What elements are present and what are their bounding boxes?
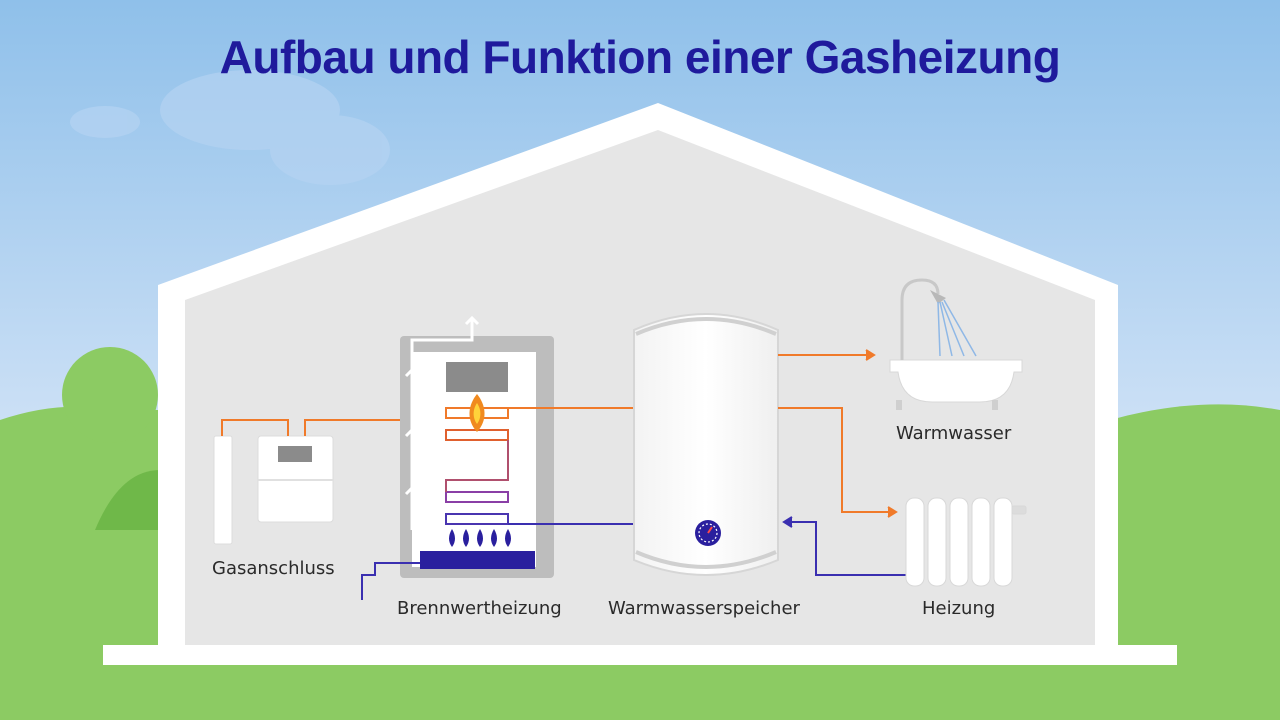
hot-water-tank <box>633 313 779 576</box>
thermometer-icon <box>695 520 721 546</box>
flame-icon <box>469 394 485 432</box>
chimney-arrow-icon <box>404 315 480 530</box>
label-brennwertheizung: Brennwertheizung <box>397 598 562 619</box>
label-warmwasserspeicher: Warmwasserspeicher <box>608 598 800 619</box>
label-gasanschluss: Gasanschluss <box>212 558 335 579</box>
condensate-drain <box>361 562 420 600</box>
house-floor <box>103 645 1177 665</box>
gas-burner-icon <box>420 551 535 569</box>
clouds <box>70 70 390 185</box>
hot-water-outlet-pipe <box>778 349 898 518</box>
bathtub-icon <box>889 359 1023 410</box>
burner-flames <box>449 529 511 547</box>
shower-head-icon <box>900 278 977 360</box>
label-heizung: Heizung <box>922 598 996 619</box>
label-warmwasser: Warmwasser <box>896 423 1012 444</box>
gas-meter-icon <box>213 435 334 545</box>
heating-return-pipe <box>782 516 906 576</box>
page-title: Aufbau und Funktion einer Gasheizung <box>219 31 1061 83</box>
radiator-icon <box>905 497 1027 587</box>
condensing-boiler <box>400 336 554 578</box>
